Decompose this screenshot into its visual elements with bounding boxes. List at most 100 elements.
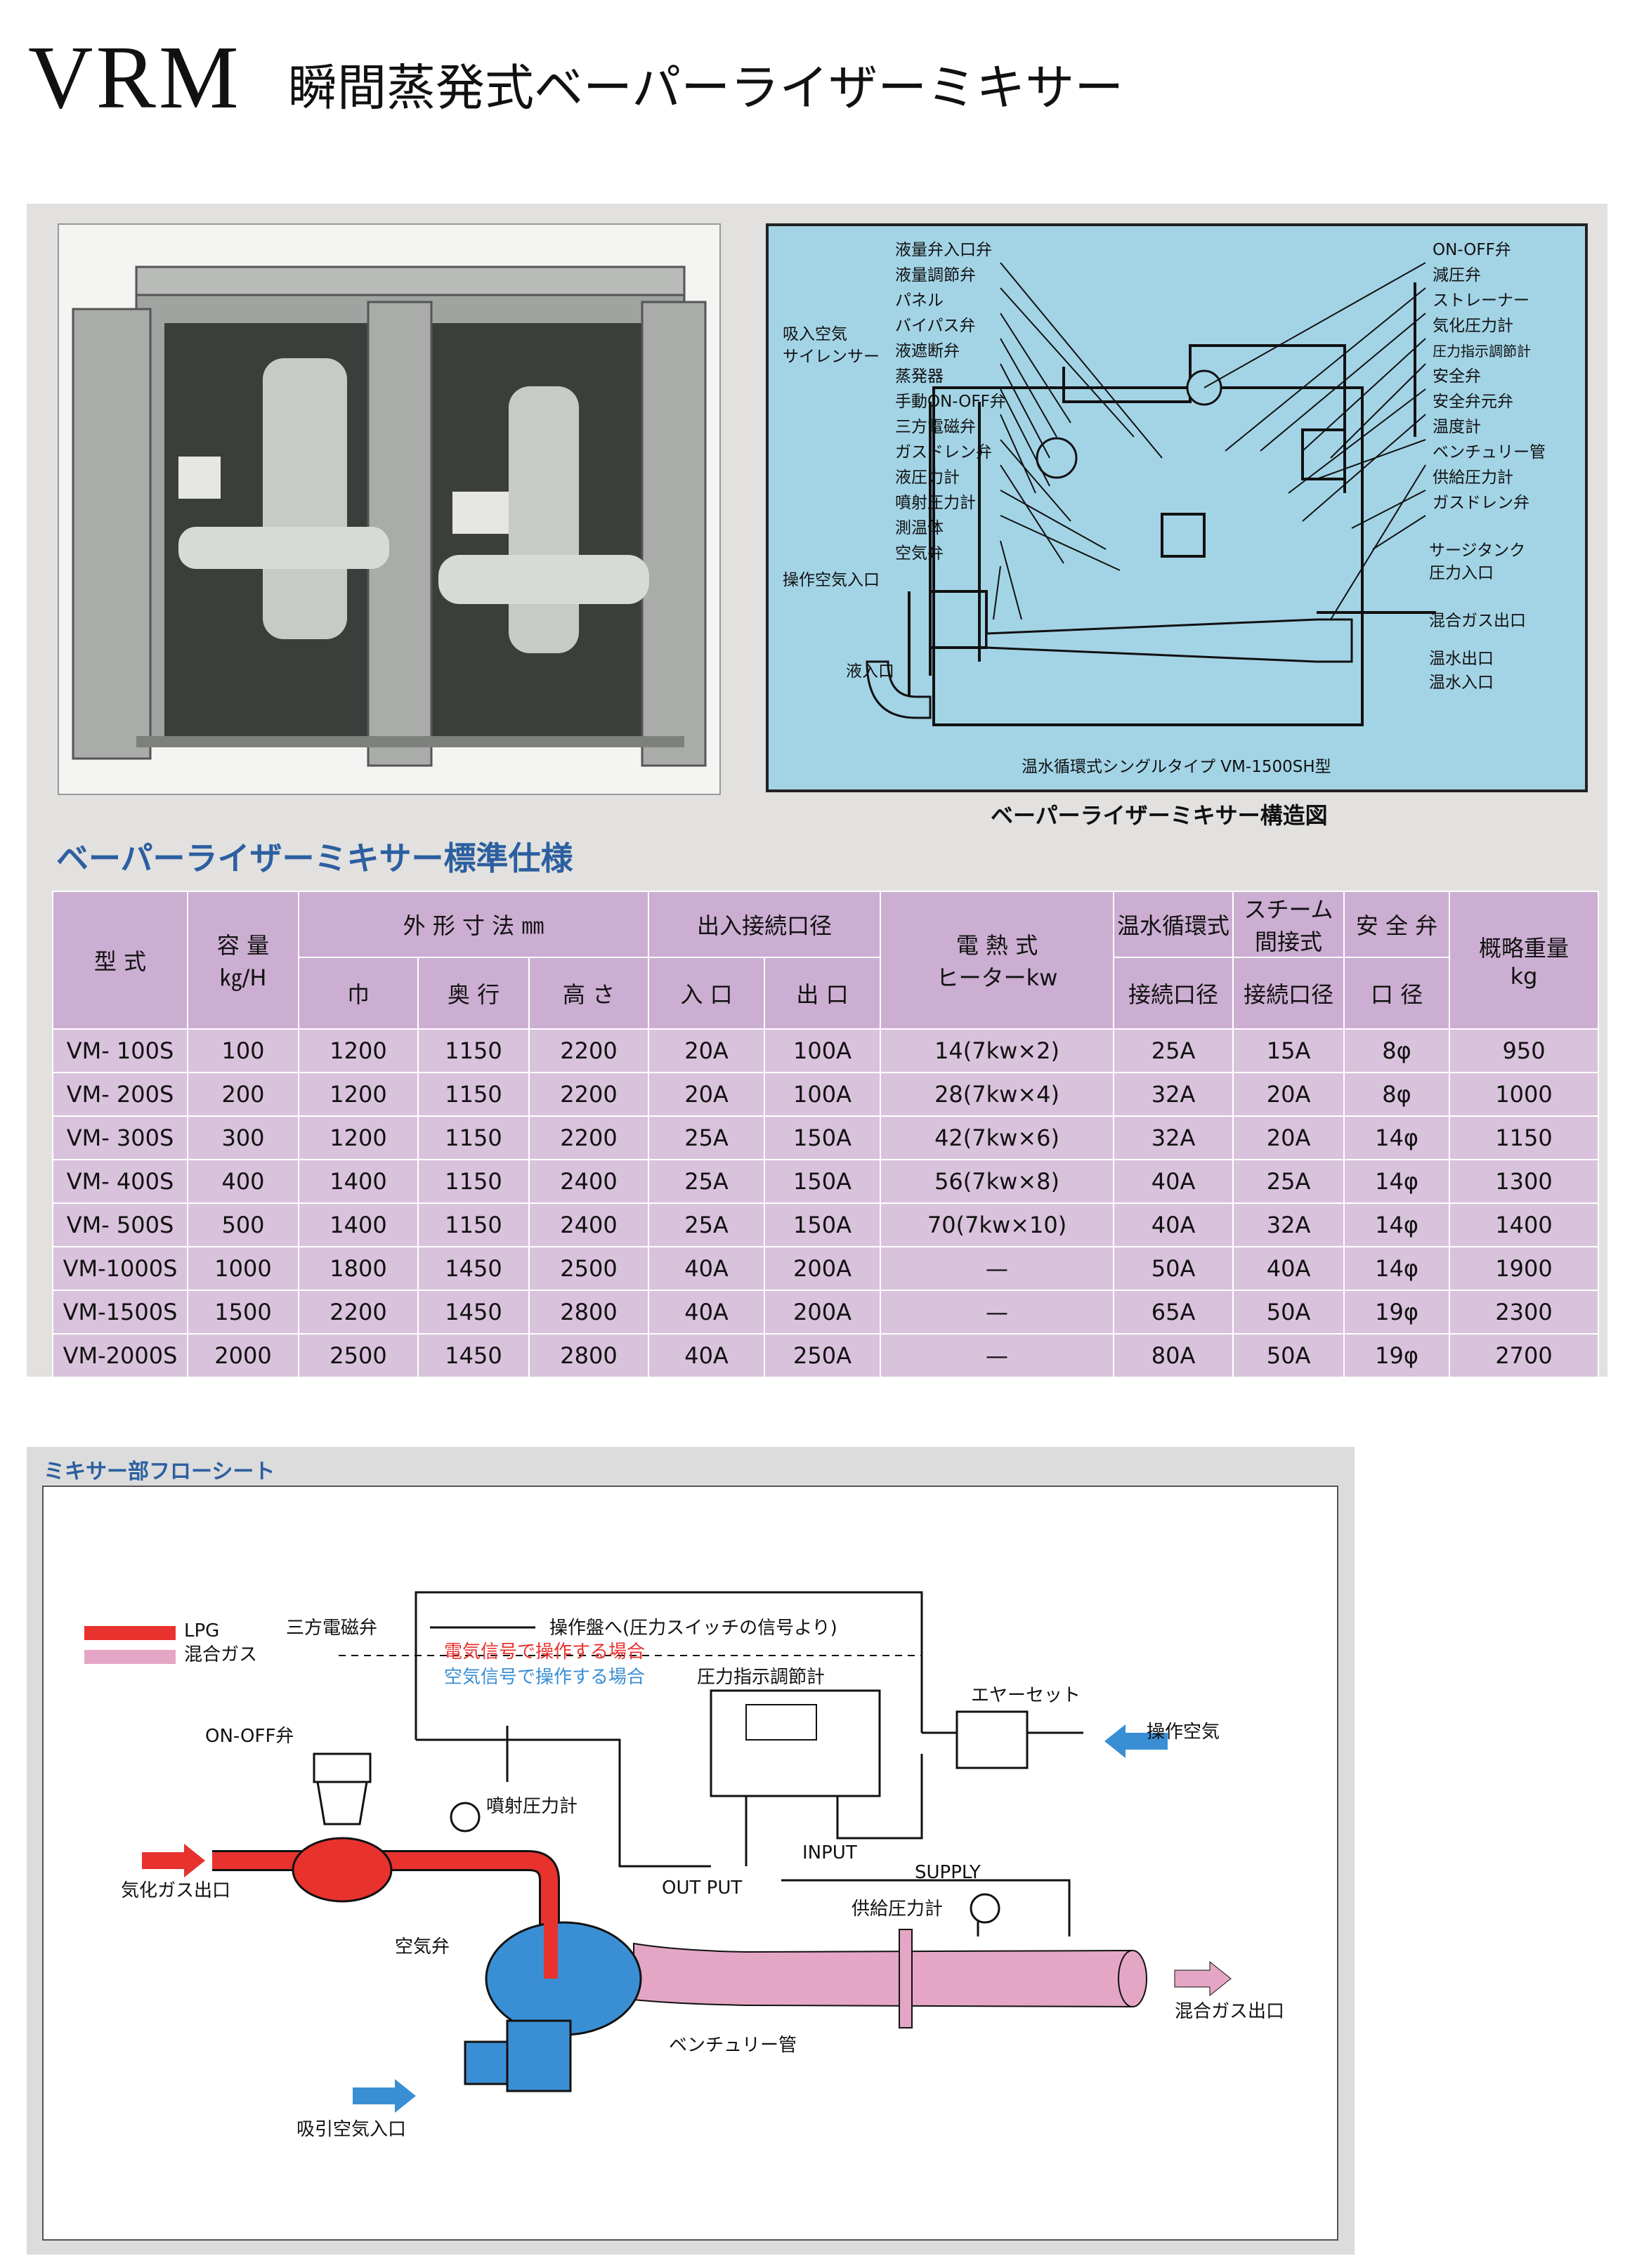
table-cell-out: 150A xyxy=(764,1159,882,1204)
table-cell-w: 1200 xyxy=(298,1028,419,1073)
label-hot-water-inlet: 温水入口 xyxy=(1429,674,1494,692)
table-cell-in: 20A xyxy=(648,1028,766,1073)
table-cell-cap: 1000 xyxy=(187,1246,299,1291)
label-air-valve: 空気弁 xyxy=(895,544,944,563)
label-vaporized-gas-outlet: 気化ガス出口 xyxy=(121,1880,231,1901)
table-cell-heater: 42(7kw×6) xyxy=(880,1115,1115,1160)
table-cell-sv: 14φ xyxy=(1343,1115,1451,1160)
label-liquid-control-valve: 液量調節弁 xyxy=(895,266,976,284)
table-cell-cap: 2000 xyxy=(187,1333,299,1378)
table-cell-st: 50A xyxy=(1232,1333,1345,1378)
table-cell-heater: 14(7kw×2) xyxy=(880,1028,1115,1073)
table-cell-sv: 14φ xyxy=(1343,1202,1451,1247)
structure-diagram: 液量弁入口弁 液量調節弁 パネル バイパス弁 液遮断弁 蒸発器 手動ON-OFF… xyxy=(766,223,1588,792)
table-cell-st: 32A xyxy=(1232,1202,1345,1247)
table-cell-wt: 1900 xyxy=(1449,1246,1600,1291)
cabinet-illustration xyxy=(72,266,707,767)
table-cell-out: 200A xyxy=(764,1290,882,1335)
label-onoff-valve: ON-OFF弁 xyxy=(1433,241,1511,259)
table-cell-w: 1400 xyxy=(298,1202,419,1247)
label-strainer: ストレーナー xyxy=(1433,291,1529,310)
spec-title: ベーパーライザーミキサー標準仕様 xyxy=(56,839,573,877)
label-liquid-inlet-valve: 液量弁入口弁 xyxy=(895,241,992,259)
table-cell-sv: 8φ xyxy=(1343,1072,1451,1117)
label-electric-signal: 電気信号で操作する場合 xyxy=(444,1641,646,1663)
table-cell-cap: 300 xyxy=(187,1115,299,1160)
label-surge-tank: サージタンク xyxy=(1429,542,1526,560)
header-ports: 出入接続口径 xyxy=(648,891,882,958)
table-cell-sv: 19φ xyxy=(1343,1290,1451,1335)
table-cell-st: 40A xyxy=(1232,1246,1345,1291)
table-cell-in: 25A xyxy=(648,1159,766,1204)
table-cell-d: 1450 xyxy=(417,1246,530,1291)
flow-title: ミキサー部フローシート xyxy=(44,1460,275,1484)
label-air-signal: 空気信号で操作する場合 xyxy=(444,1667,646,1688)
table-cell-hw: 65A xyxy=(1113,1290,1234,1335)
structure-inner-caption: 温水循環式シングルタイプ VM-1500SH型 xyxy=(1022,758,1331,776)
table-cell-sv: 14φ xyxy=(1343,1159,1451,1204)
table-cell-out: 150A xyxy=(764,1115,882,1160)
table-cell-h: 2800 xyxy=(528,1290,650,1335)
label-to-control-panel: 操作盤へ(圧力スイッチの信号より) xyxy=(549,1618,837,1639)
table-cell-in: 25A xyxy=(648,1115,766,1160)
header-valve-bore: 口 径 xyxy=(1343,957,1451,1030)
label-operating-air: 操作空気 xyxy=(1147,1722,1220,1743)
table-cell-st: 20A xyxy=(1232,1072,1345,1117)
table-cell-cap: 500 xyxy=(187,1202,299,1247)
table-cell-hw: 32A xyxy=(1113,1115,1234,1160)
table-cell-wt: 950 xyxy=(1449,1028,1600,1073)
structure-caption: ベーパーライザーミキサー構造図 xyxy=(991,802,1328,829)
legend-lpg-swatch xyxy=(84,1626,176,1640)
table-cell-d: 1150 xyxy=(417,1028,530,1073)
table-cell-heater: 28(7kw×4) xyxy=(880,1072,1115,1117)
table-cell-h: 2400 xyxy=(528,1159,650,1204)
label-supply-pressure-gauge: 供給圧力計 xyxy=(1433,468,1513,487)
table-cell-wt: 1400 xyxy=(1449,1202,1600,1247)
header-steam: スチーム間接式 xyxy=(1232,891,1345,958)
label-vapor-pressure-gauge: 気化圧力計 xyxy=(1433,317,1513,335)
label-pressure-reducing-valve: 減圧弁 xyxy=(1433,266,1481,284)
table-cell-st: 20A xyxy=(1232,1115,1345,1160)
table-cell-out: 200A xyxy=(764,1246,882,1291)
label-pressure-indicating-controller: 圧力指示調節計 xyxy=(1433,343,1531,360)
label-pressure-controller: 圧力指示調節計 xyxy=(697,1667,826,1688)
label-gas-drain-valve: ガスドレン弁 xyxy=(895,443,992,461)
header-dimensions: 外 形 寸 法 ㎜ xyxy=(297,891,650,958)
label-silencer: サイレンサー xyxy=(783,348,880,366)
table-cell-out: 100A xyxy=(764,1028,882,1073)
flow-sheet: LPG 混合ガス 三方電磁弁 操作盤へ(圧力スイッチの信号より) 電気信号で操作… xyxy=(42,1486,1338,2241)
table-cell-model: VM-1500S xyxy=(52,1290,188,1335)
table-cell-out: 150A xyxy=(764,1202,882,1247)
flow-schematic xyxy=(84,1591,1232,2113)
table-cell-hw: 32A xyxy=(1113,1072,1234,1117)
unit-photo xyxy=(58,223,721,795)
header-capacity-label: 容 量 xyxy=(216,932,270,959)
table-cell-hw: 40A xyxy=(1113,1202,1234,1247)
header-weight-label: 概略重量 xyxy=(1479,935,1570,962)
label-manual-onoff-valve: 手動ON-OFF弁 xyxy=(895,393,1006,411)
label-evaporator: 蒸発器 xyxy=(895,367,944,386)
label-safety-valve-root: 安全弁元弁 xyxy=(1433,393,1513,411)
table-cell-d: 1150 xyxy=(417,1115,530,1160)
label-venturi: ベンチュリー管 xyxy=(669,2035,797,2056)
label-safety-valve: 安全弁 xyxy=(1433,367,1481,386)
table-cell-wt: 1300 xyxy=(1449,1159,1600,1204)
table-cell-h: 2400 xyxy=(528,1202,650,1247)
label-pressure-inlet: 圧力入口 xyxy=(1429,564,1494,582)
header-heater-unit: ヒーターkw xyxy=(936,964,1058,991)
label-intake-air-inlet: 吸引空気入口 xyxy=(296,2119,407,2140)
table-cell-sv: 14φ xyxy=(1343,1246,1451,1291)
table-cell-d: 1450 xyxy=(417,1333,530,1378)
table-cell-w: 1400 xyxy=(298,1159,419,1204)
table-cell-hw: 50A xyxy=(1113,1246,1234,1291)
header-hot-water: 温水循環式 xyxy=(1113,891,1234,958)
table-cell-st: 50A xyxy=(1232,1290,1345,1335)
table-cell-d: 1150 xyxy=(417,1072,530,1117)
